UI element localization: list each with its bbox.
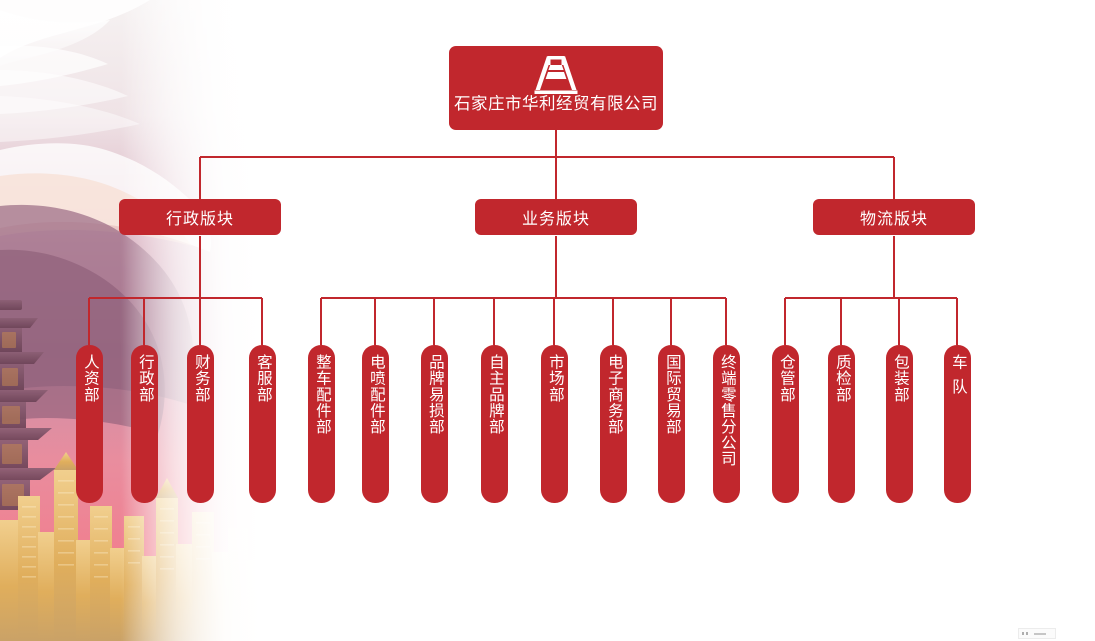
department-label: 终端零售分公司 — [718, 354, 736, 467]
department-node-administration[interactable]: 行政部 — [131, 345, 158, 503]
department-label: 电喷配件部 — [367, 354, 385, 435]
department-node-own-brand[interactable]: 自主品牌部 — [481, 345, 508, 503]
company-arch-logo-icon — [534, 56, 578, 94]
department-label: 客服部 — [254, 354, 272, 403]
department-label: 财务部 — [192, 354, 210, 403]
floating-mini-toolbar[interactable] — [1018, 628, 1056, 639]
root-node-company[interactable]: 石家庄市华利经贸有限公司 — [449, 46, 663, 130]
department-label: 包装部 — [891, 354, 909, 403]
department-label: 整车配件部 — [313, 354, 331, 435]
department-label: 自主品牌部 — [486, 354, 504, 435]
department-node-fleet[interactable]: 车队 — [944, 345, 971, 503]
department-node-customer-service[interactable]: 客服部 — [249, 345, 276, 503]
department-node-marketing[interactable]: 市场部 — [541, 345, 568, 503]
department-label: 行政部 — [136, 354, 154, 403]
department-label: 国际贸易部 — [663, 354, 681, 435]
department-node-warehouse[interactable]: 仓管部 — [772, 345, 799, 503]
division-label-admin: 行政版块 — [165, 211, 234, 228]
department-node-quality-inspection[interactable]: 质检部 — [828, 345, 855, 503]
department-label: 市场部 — [546, 354, 564, 403]
toolbar-bar-icon — [1034, 632, 1046, 635]
department-node-retail-branch[interactable]: 终端零售分公司 — [713, 345, 740, 503]
department-label: 仓管部 — [777, 354, 795, 403]
toolbar-dot-icon — [1026, 632, 1028, 635]
division-label-business: 业务版块 — [521, 211, 590, 228]
department-node-ecommerce[interactable]: 电子商务部 — [600, 345, 627, 503]
department-node-efi-parts[interactable]: 电喷配件部 — [362, 345, 389, 503]
root-node-label: 石家庄市华利经贸有限公司 — [454, 95, 658, 113]
division-node-admin[interactable]: 行政版块 — [119, 199, 281, 235]
department-node-international-trade[interactable]: 国际贸易部 — [658, 345, 685, 503]
department-label: 人资部 — [81, 354, 99, 403]
department-label: 品牌易损部 — [426, 354, 444, 435]
department-node-finance[interactable]: 财务部 — [187, 345, 214, 503]
department-label: 车队 — [949, 354, 967, 403]
division-label-logistics: 物流版块 — [859, 211, 928, 228]
department-node-vehicle-parts[interactable]: 整车配件部 — [308, 345, 335, 503]
department-label: 质检部 — [833, 354, 851, 403]
department-label: 电子商务部 — [605, 354, 623, 435]
toolbar-dot-icon — [1022, 632, 1024, 635]
department-node-brand-wear-parts[interactable]: 品牌易损部 — [421, 345, 448, 503]
division-node-business[interactable]: 业务版块 — [475, 199, 637, 235]
division-node-logistics[interactable]: 物流版块 — [813, 199, 975, 235]
department-node-hr[interactable]: 人资部 — [76, 345, 103, 503]
department-node-packaging[interactable]: 包装部 — [886, 345, 913, 503]
